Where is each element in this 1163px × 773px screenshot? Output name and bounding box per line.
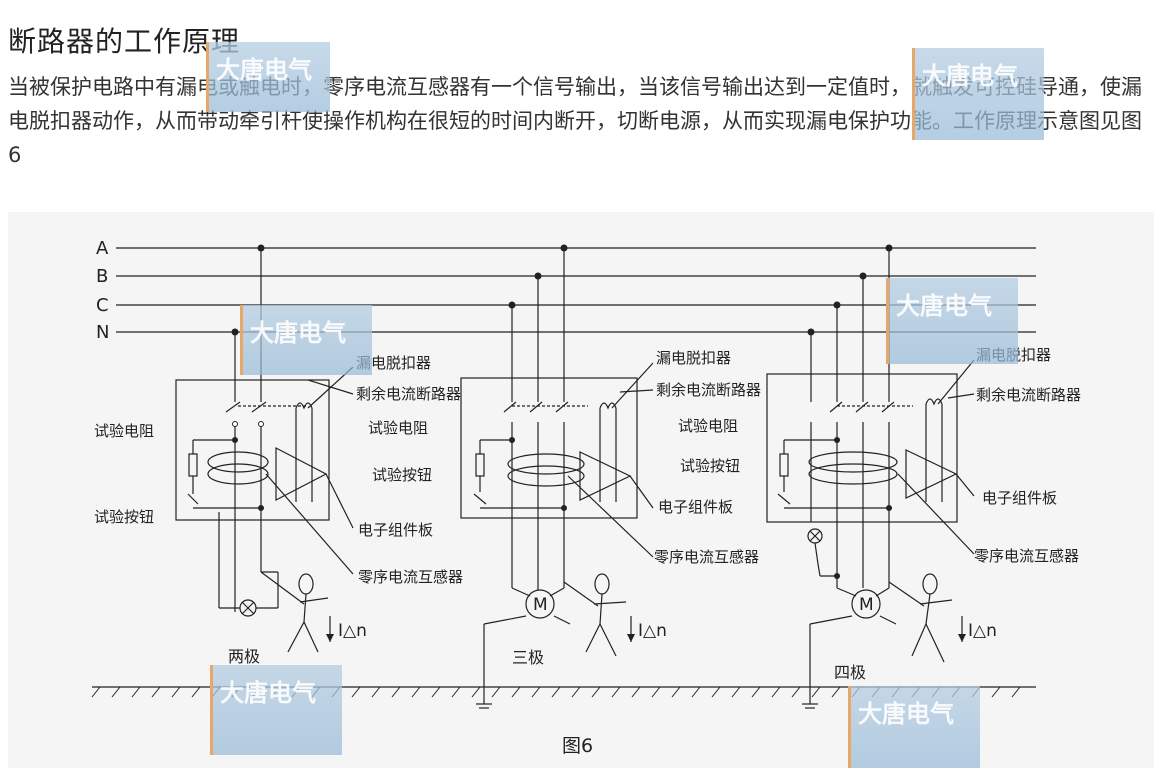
page-title: 断路器的工作原理 [8,25,241,58]
two-pole-current-label: I△n [338,621,367,641]
watermark-3: 大唐电气 [240,305,372,375]
two-pole-label-electronic-board: 电子组件板 [358,521,433,539]
four-pole-motor: M [859,595,874,615]
two-pole-label-test-resistor: 试验电阻 [94,422,154,440]
two-pole-box [175,379,330,521]
two-pole-label-zero-seq-ct: 零序电流互感器 [358,568,463,586]
three-pole-arrow [627,634,635,642]
panel-three-pole [460,248,654,709]
watermark-6: 大唐电气 [848,686,980,768]
two-pole-label-leakage-release: 漏电脱扣器 [356,354,431,372]
three-pole-label-electronic-board: 电子组件板 [658,498,733,516]
circuit-diagram: A B C N [91,238,1081,757]
two-pole-label-test-button: 试验按钮 [94,508,154,526]
three-pole-motor: M [533,595,548,615]
three-pole-box [460,377,638,519]
three-pole-label-zero-seq-ct: 零序电流互感器 [654,548,759,566]
four-pole-name: 四极 [834,663,866,682]
four-pole-label-electronic-board: 电子组件板 [982,489,1057,507]
three-pole-label-residual-breaker: 剩余电流断路器 [656,381,761,399]
bus-label-b: B [96,266,108,287]
figure-caption: 图6 [562,735,593,757]
three-pole-junctions [508,244,568,511]
watermark-4: 大唐电气 [886,278,1018,364]
three-pole-current-label: I△n [638,621,667,641]
four-pole-label-test-resistor: 试验电阻 [678,417,738,435]
three-pole-label-leakage-release: 漏电脱扣器 [656,349,731,367]
watermark-2: 大唐电气 [912,48,1044,140]
three-pole-label-test-resistor: 试验电阻 [368,419,428,437]
four-pole-arrow [958,634,966,642]
three-pole-name: 三极 [512,648,544,667]
two-pole-junctions [231,244,265,511]
four-pole-label-zero-seq-ct: 零序电流互感器 [974,547,1079,565]
watermark-5: 大唐电气 [210,665,342,755]
four-pole-current-label: I△n [968,621,997,641]
four-pole-label-test-button: 试验按钮 [680,457,740,475]
four-pole-label-residual-breaker: 剩余电流断路器 [976,386,1081,404]
watermark-1: 大唐电气 [206,42,330,112]
two-pole-label-residual-breaker: 剩余电流断路器 [356,385,461,403]
two-pole-arrow [326,634,334,642]
bus-label-n: N [96,322,109,343]
bus-label-a: A [96,238,109,259]
two-pole-name: 两极 [228,647,260,666]
bus-label-c: C [96,295,109,316]
four-pole-box [766,373,958,523]
three-pole-label-test-button: 试验按钮 [372,466,432,484]
four-pole-junctions [807,244,893,579]
